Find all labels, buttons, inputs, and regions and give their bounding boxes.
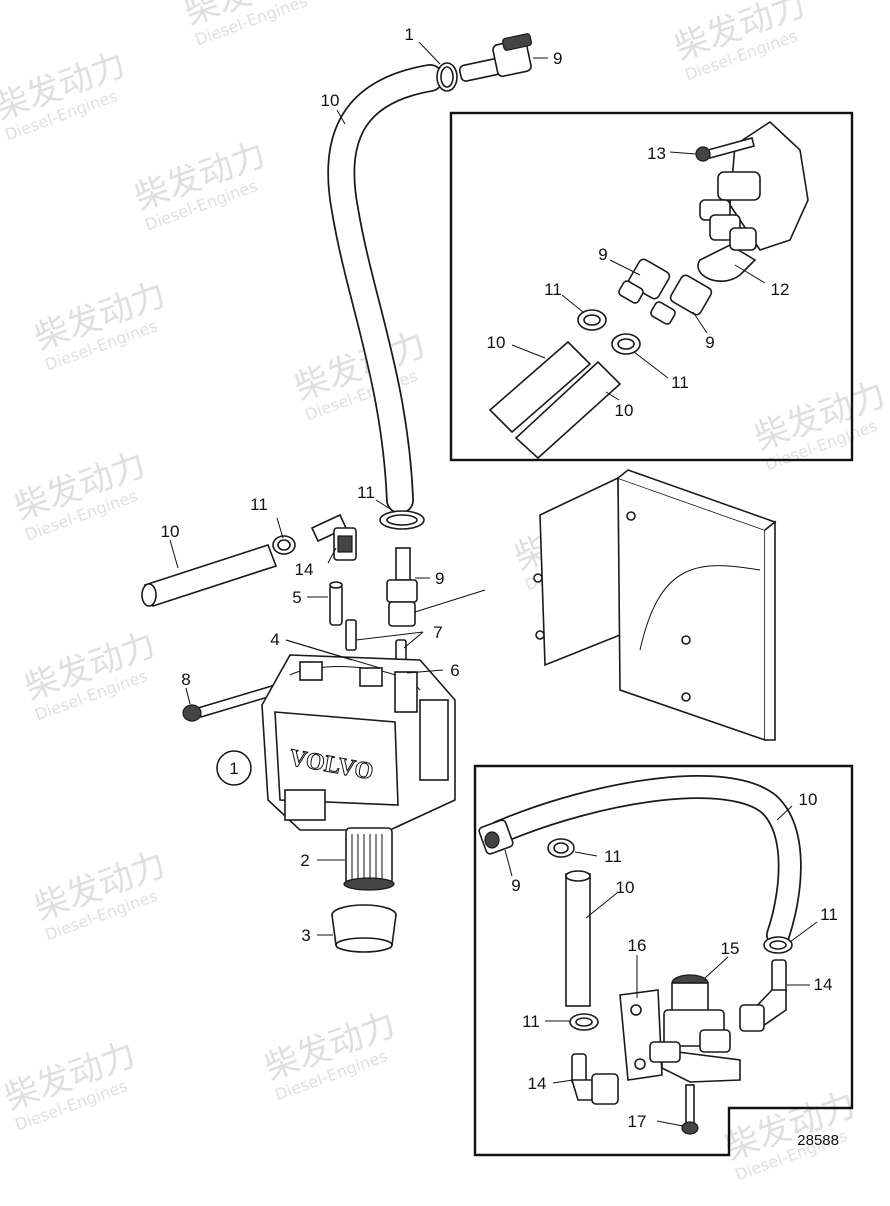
watermark-13: 柴发动力 Diesel-Engines — [719, 1084, 860, 1184]
inset-top-callout-9a: 9 — [598, 245, 607, 264]
watermark-5: 柴发动力 Diesel-Engines — [29, 274, 170, 374]
callout-9-center: 9 — [435, 569, 444, 588]
watermark-2: 柴发动力 Diesel-Engines — [669, 0, 810, 84]
callout-11-hose-clamp: 11 — [357, 483, 375, 502]
inset-top-callout-13: 13 — [647, 144, 666, 163]
callout-11-left: 11 — [250, 495, 268, 514]
watermark-7: 柴发动力 Diesel-Engines — [9, 444, 150, 544]
watermark-12: 柴发动力 Diesel-Engines — [259, 1004, 400, 1104]
inset-top: 13 9 12 11 10 9 11 10 — [449, 111, 854, 462]
watermark-14: 柴发动力 Diesel-Engines — [0, 1034, 141, 1134]
callout-4: 4 — [270, 630, 279, 649]
main-leaders — [169, 41, 548, 936]
figure-reference: 28588 — [797, 1132, 839, 1149]
center-connector — [386, 547, 418, 627]
inset-bottom-callout-15: 15 — [721, 939, 740, 958]
callout-5: 5 — [292, 588, 301, 607]
inset-bottom-callout-14a: 14 — [814, 975, 833, 994]
filter-cap — [331, 904, 397, 953]
inset-bottom-callout-11b: 11 — [820, 905, 838, 924]
inset-bottom-callout-14b: 14 — [528, 1074, 547, 1093]
inset-bottom-callout-9: 9 — [511, 876, 520, 895]
inset-bottom-callout-17: 17 — [628, 1112, 647, 1131]
top-clamp — [436, 62, 458, 92]
callout-circle-1: 1 — [216, 750, 252, 786]
hose-bottom-clamp — [379, 510, 425, 530]
inset-bottom-callout-10a: 10 — [799, 790, 818, 809]
bracket — [533, 469, 777, 742]
main-callout-labels: 1 9 10 11 9 11 10 14 5 4 7 6 8 2 3 — [161, 25, 563, 945]
callout-7: 7 — [433, 623, 442, 642]
watermark-3: 柴发动力 Diesel-Engines — [0, 44, 131, 144]
callout-1: 1 — [405, 25, 414, 44]
callout-10-hose: 10 — [321, 91, 340, 110]
inset-bottom: 10 9 11 10 11 16 15 14 11 14 17 — [473, 764, 854, 1157]
callout-3: 3 — [301, 926, 310, 945]
inset-bottom-callout-11a: 11 — [604, 847, 622, 866]
left-clamp — [272, 535, 296, 555]
left-hose — [141, 544, 278, 607]
main-hose — [327, 64, 444, 514]
callout-2: 2 — [300, 851, 309, 870]
callout-8: 8 — [181, 670, 190, 689]
watermark-11: 柴发动力 Diesel-Engines — [29, 844, 170, 944]
filter-insert — [343, 827, 395, 891]
callout-10-left: 10 — [161, 522, 180, 541]
callout-9-top: 9 — [553, 49, 562, 68]
inset-top-callout-11a: 11 — [544, 280, 562, 299]
svg-text:1: 1 — [229, 759, 238, 778]
top-connector — [458, 33, 532, 82]
inset-top-callout-10b: 10 — [615, 401, 634, 420]
inset-top-callout-12: 12 — [771, 280, 790, 299]
watermark-1: 柴发动力 Diesel-Engines — [179, 0, 320, 49]
inset-top-callout-10a: 10 — [487, 333, 506, 352]
watermark-4: 柴发动力 Diesel-Engines — [129, 134, 270, 234]
callout-6: 6 — [450, 661, 459, 680]
left-elbow — [310, 513, 357, 561]
inset-top-callout-11b: 11 — [671, 373, 689, 392]
watermark-10: 柴发动力 Diesel-Engines — [19, 624, 160, 724]
inset-bottom-callout-16: 16 — [628, 936, 647, 955]
filter-housing: VOLVO — [261, 654, 456, 831]
callout-14-left: 14 — [295, 560, 314, 579]
inset-top-callout-9b: 9 — [705, 333, 714, 352]
inset-bottom-callout-11c: 11 — [522, 1012, 540, 1031]
inset-bottom-callout-10b: 10 — [616, 878, 635, 897]
pin-5 — [329, 581, 343, 626]
